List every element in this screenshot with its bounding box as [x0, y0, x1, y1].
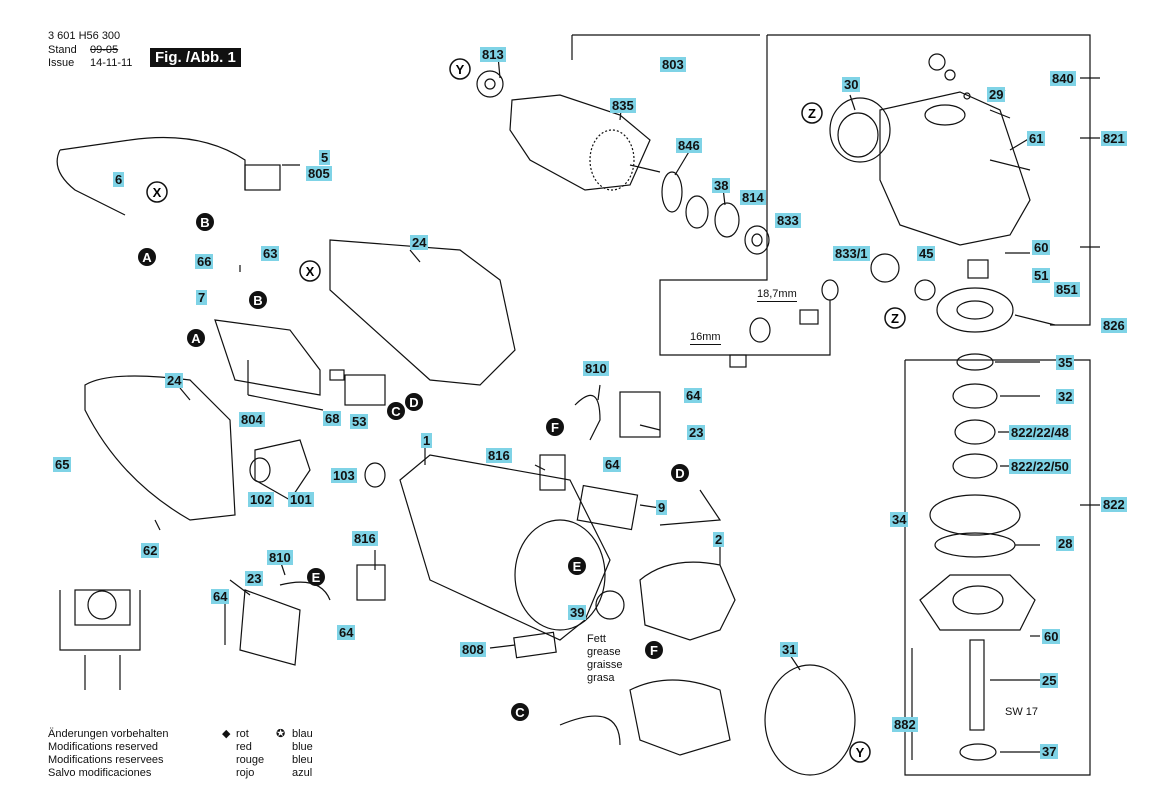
- dimension-18-7mm: 18,7mm: [757, 288, 797, 302]
- part-label: 53: [350, 414, 369, 429]
- part-label: 851: [1054, 282, 1080, 297]
- blue-en: blue: [292, 741, 313, 753]
- red-de: rot: [236, 728, 249, 740]
- blue-star-icon: ✪: [276, 728, 286, 740]
- stand-label: Stand: [48, 44, 77, 56]
- part-label: 23: [245, 571, 264, 586]
- part-label: 24: [410, 235, 429, 250]
- grease-en: grease: [587, 646, 621, 658]
- part-label: 9: [656, 500, 668, 515]
- part-label: 101: [288, 492, 314, 507]
- part-label: 34: [890, 512, 909, 527]
- part-label: 826: [1101, 318, 1127, 333]
- part-label: 814: [740, 190, 766, 205]
- part-label: 35: [1056, 355, 1075, 370]
- part-label: 822/22/48: [1009, 425, 1071, 440]
- part-label: 64: [337, 625, 356, 640]
- part-label: 61: [1027, 131, 1046, 146]
- part-label: 64: [211, 589, 230, 604]
- part-label: 804: [239, 412, 265, 427]
- red-es: rojo: [236, 767, 255, 779]
- part-label: 45: [917, 246, 936, 261]
- part-label: 25: [1040, 673, 1059, 688]
- grease-fr: graisse: [587, 659, 623, 671]
- part-label: 816: [486, 448, 512, 463]
- part-label: 60: [1032, 240, 1051, 255]
- red-en: red: [236, 741, 252, 753]
- part-label: 32: [1056, 389, 1075, 404]
- part-label: 60: [1042, 629, 1061, 644]
- stand-value: 09-05: [90, 44, 119, 56]
- wrench-size: SW 17: [1005, 706, 1039, 718]
- part-label: 51: [1032, 268, 1051, 283]
- blue-es: azul: [292, 767, 313, 779]
- part-label: 66: [195, 254, 214, 269]
- part-label: 63: [261, 246, 280, 261]
- part-label: 835: [610, 98, 636, 113]
- part-label: 821: [1101, 131, 1127, 146]
- part-label: 805: [306, 166, 332, 181]
- part-label: 5: [319, 150, 331, 165]
- part-label: 103: [331, 468, 357, 483]
- part-label: 6: [113, 172, 125, 187]
- changes-en: Modifications reserved: [48, 741, 159, 753]
- part-label: 840: [1050, 71, 1076, 86]
- part-label: 808: [460, 642, 486, 657]
- part-label: 810: [583, 361, 609, 376]
- grease-de: Fett: [587, 633, 606, 645]
- part-number: 3 601 H56 300: [48, 30, 121, 42]
- part-label: 803: [660, 57, 686, 72]
- part-label: 31: [780, 642, 799, 657]
- part-label: 102: [248, 492, 274, 507]
- changes-fr: Modifications reservees: [48, 754, 164, 766]
- blue-de: blau: [292, 728, 313, 740]
- part-label: 38: [712, 178, 731, 193]
- part-label: 28: [1056, 536, 1075, 551]
- part-label: 2: [713, 532, 725, 547]
- part-label: 39: [568, 605, 587, 620]
- grease-es: grasa: [587, 672, 615, 684]
- changes-es: Salvo modificaciones: [48, 767, 152, 779]
- part-label: 65: [53, 457, 72, 472]
- issue-value: 14-11-11: [90, 57, 133, 69]
- part-label: 882: [892, 717, 918, 732]
- part-label: 822/22/50: [1009, 459, 1071, 474]
- part-label: 64: [684, 388, 703, 403]
- part-label: 813: [480, 47, 506, 62]
- dimension-16mm: 16mm: [690, 331, 721, 345]
- part-label: 810: [267, 550, 293, 565]
- part-label: 29: [987, 87, 1006, 102]
- part-label: 24: [165, 373, 184, 388]
- part-label: 1: [421, 433, 433, 448]
- part-label: 822: [1101, 497, 1127, 512]
- part-label: 833: [775, 213, 801, 228]
- part-label: 68: [323, 411, 342, 426]
- part-label: 7: [196, 290, 208, 305]
- part-label: 30: [842, 77, 861, 92]
- part-label: 62: [141, 543, 160, 558]
- part-label: 23: [687, 425, 706, 440]
- part-label: 846: [676, 138, 702, 153]
- figure-title: Fig. /Abb. 1: [150, 48, 241, 67]
- part-label: 64: [603, 457, 622, 472]
- part-label: 833/1: [833, 246, 870, 261]
- red-fr: rouge: [236, 754, 265, 766]
- part-label: 816: [352, 531, 378, 546]
- red-diamond-icon: ◆: [222, 728, 231, 740]
- issue-label: Issue: [48, 57, 75, 69]
- changes-de: Änderungen vorbehalten: [48, 728, 169, 740]
- part-label: 37: [1040, 744, 1059, 759]
- blue-fr: bleu: [292, 754, 313, 766]
